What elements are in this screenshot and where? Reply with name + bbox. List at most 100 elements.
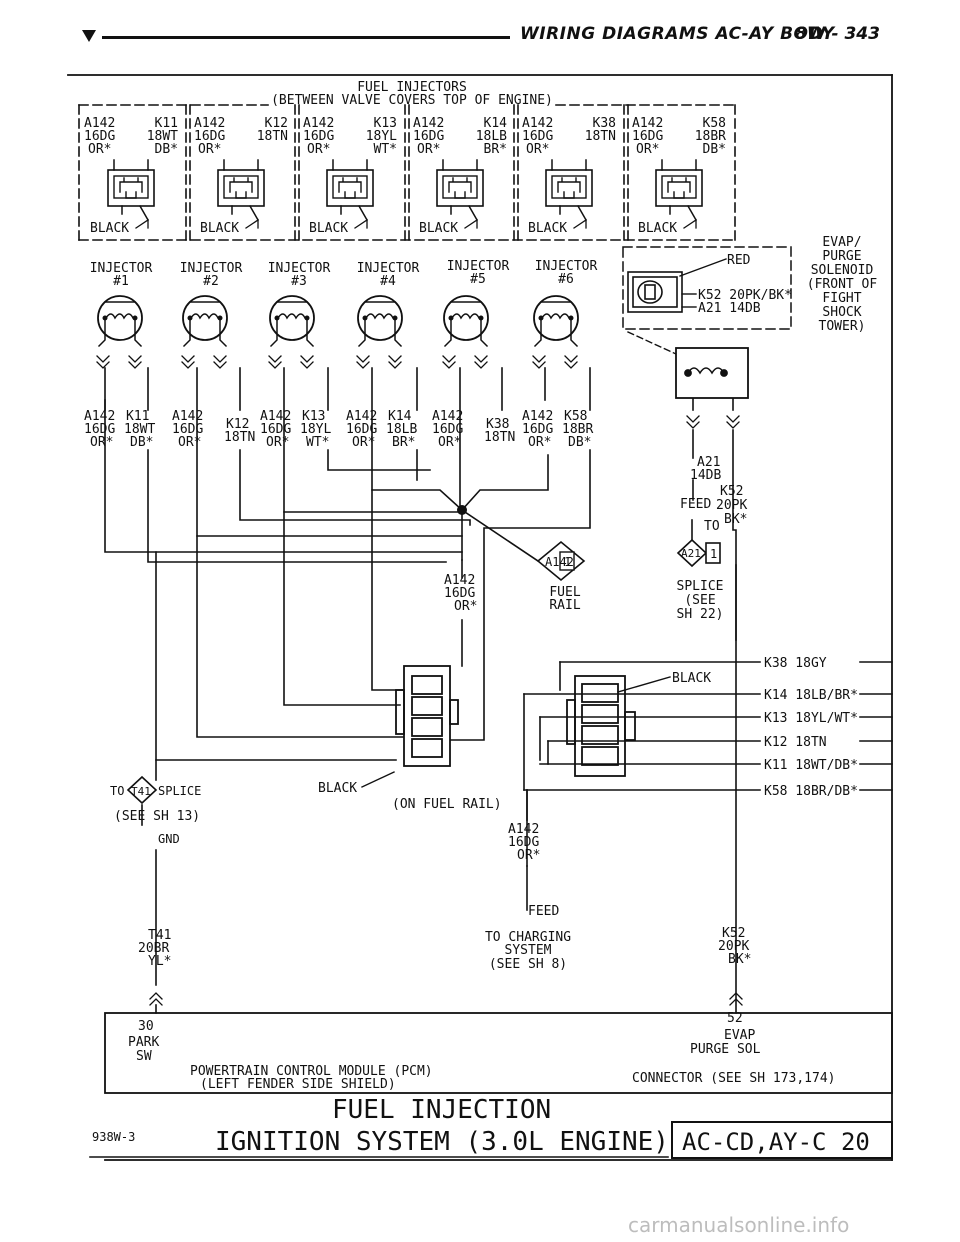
header-title: WIRING DIAGRAMS AC-AY BODY — [520, 24, 835, 44]
wire-b-name: K12 — [226, 417, 249, 432]
wire-trace — [327, 449, 431, 471]
harness-wire-6: K58 18BR/DB* — [523, 784, 893, 799]
wire-a-size: 16DG — [172, 422, 203, 437]
pcm-box — [104, 1012, 893, 1094]
k52-lower-3: BK* — [728, 952, 751, 967]
evap-label-5: FIGHT — [822, 291, 861, 306]
evap-a21-wire-2: 14DB — [690, 468, 721, 483]
fuel-rail-wire-1: A142 — [444, 573, 475, 588]
evap-to: TO — [704, 519, 720, 534]
fuel-rail-wire-2: 16DG — [444, 586, 475, 601]
wire-b-name: K13 — [302, 409, 325, 424]
fuel-rail-splice: A142 1 — [536, 540, 586, 582]
left-splice-tag: T41 — [131, 785, 151, 798]
wire-trace — [732, 429, 737, 1014]
top-connector-color: BLACK — [90, 221, 129, 236]
top-pin-b-size: 18TN — [257, 129, 288, 144]
top-pin-a-name: A142 — [84, 116, 115, 131]
terminal-symbol — [686, 415, 700, 429]
wire-b-size: 18WT — [124, 422, 155, 437]
top-connector-color: BLACK — [419, 221, 458, 236]
wire-a-size: 16DG — [432, 422, 463, 437]
fuel-rail-wire-3: OR* — [454, 599, 477, 614]
charging-wire-1: A142 — [508, 822, 539, 837]
top-connector-color: BLACK — [200, 221, 239, 236]
top-pin-a-name: A142 — [413, 116, 444, 131]
harness-wire-2: K14 18LB/BR* — [523, 688, 893, 703]
wire-trace — [460, 508, 540, 563]
wire-a-size: 16DG — [346, 422, 377, 437]
wire-trace — [196, 535, 405, 738]
injector-coil-icon — [357, 295, 403, 341]
top-pin-b-size: 18BR — [695, 129, 726, 144]
wire-trace — [371, 367, 464, 512]
top-connector-box — [78, 104, 736, 241]
evap-solenoid-icon — [675, 347, 749, 399]
top-pin-b-name: K14 — [484, 116, 508, 131]
injector-number: #2 — [203, 274, 219, 289]
pcm-pin-right: 52 — [727, 1011, 743, 1026]
wire-b-color: BR* — [392, 435, 415, 450]
a21-splice-tag — [676, 538, 721, 568]
wire-a-color: OR* — [528, 435, 551, 450]
wire-trace — [155, 551, 397, 761]
top-pin-a-color: OR* — [526, 142, 549, 157]
top-connector-color: BLACK — [528, 221, 567, 236]
top-connector-color: BLACK — [309, 221, 348, 236]
injector-number: #3 — [291, 274, 307, 289]
wire-a-name: A142 — [346, 409, 377, 424]
pcm-name-1: POWERTRAIN CONTROL MODULE (PCM) — [190, 1064, 433, 1079]
injector-coil-icon — [533, 295, 579, 341]
top-pin-a-name: A142 — [632, 116, 663, 131]
evap-k52-wire-3: BK* — [724, 512, 747, 527]
wire-a-size: 16DG — [522, 422, 553, 437]
pcm-connector: CONNECTOR (SEE SH 173,174) — [632, 1071, 836, 1086]
harness-wire-5: K11 18WT/DB* — [539, 758, 893, 773]
charging-line-2: SYSTEM — [505, 943, 552, 958]
wire-a-color: OR* — [178, 435, 201, 450]
left-splice-see: (SEE SH 13) — [114, 809, 200, 824]
injector-number: #4 — [380, 274, 396, 289]
pcm-pin-right-2: PURGE SOL — [690, 1042, 761, 1057]
evap-splice-line-3: SH 22) — [677, 607, 724, 622]
top-pin-a-size: 16DG — [303, 129, 334, 144]
harness-wire-1: K38 18GY — [559, 656, 893, 671]
wire-trace — [196, 367, 463, 537]
top-pin-b-name: K58 — [703, 116, 726, 131]
left-splice-to: TO — [110, 784, 124, 798]
fuel-rail-connector-right — [566, 675, 636, 777]
wire-b-size: 18YL — [300, 422, 331, 437]
k52-lower-2: 20PK — [718, 939, 749, 954]
evap-a21: A21 14DB — [698, 301, 761, 316]
left-wire-3: YL* — [148, 954, 171, 969]
top-pin-b-name: K13 — [374, 116, 397, 131]
pcm-pin-left-2: SW — [136, 1049, 152, 1064]
charging-wire-2: 16DG — [508, 835, 539, 850]
pcm-name-2: (LEFT FENDER SIDE SHIELD) — [200, 1077, 396, 1092]
top-pin-a-name: A142 — [522, 116, 553, 131]
wire-b-size: 18TN — [484, 430, 515, 445]
injector-coil-icon — [269, 295, 315, 341]
injector-label: INJECTOR — [447, 259, 510, 274]
injector-coil-icon — [182, 295, 228, 341]
wire-b-size: 18TN — [224, 430, 255, 445]
harness-wire-label: K38 18GY — [764, 656, 827, 671]
evap-red: RED — [727, 253, 751, 268]
harness-color-top: BLACK — [672, 671, 711, 686]
evap-splice-tag: A21 — [681, 547, 701, 560]
top-pin-a-size: 16DG — [84, 129, 115, 144]
top-pin-a-size: 16DG — [522, 129, 553, 144]
left-splice-gnd: GND — [158, 832, 180, 846]
header-triangle-icon — [82, 30, 96, 42]
harness-wire-3: K13 18YL/WT* — [539, 711, 893, 726]
top-box-title-1: FUEL INJECTORS — [357, 80, 467, 95]
top-pin-a-size: 16DG — [194, 129, 225, 144]
